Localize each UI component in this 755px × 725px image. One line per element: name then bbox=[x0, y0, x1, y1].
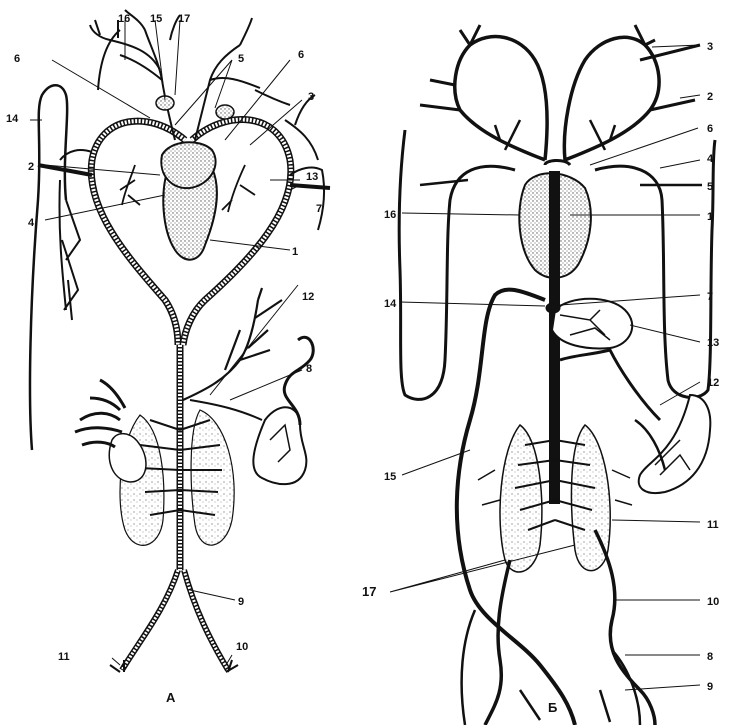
label-b-7: 7 bbox=[707, 291, 713, 303]
label-a-14: 14 bbox=[6, 113, 19, 125]
label-b-16: 16 bbox=[384, 209, 396, 221]
gill-loop-left bbox=[455, 37, 547, 160]
label-b-13: 13 bbox=[707, 337, 719, 349]
label-b-6: 6 bbox=[707, 123, 713, 135]
label-a-6-right: 6 bbox=[298, 49, 304, 61]
label-b-11: 11 bbox=[707, 519, 719, 531]
label-a-6-left: 6 bbox=[14, 53, 20, 65]
label-a-1: 1 bbox=[292, 246, 298, 258]
vein-loop-left bbox=[399, 130, 515, 399]
label-a-2: 2 bbox=[28, 161, 34, 173]
label-b-9: 9 bbox=[707, 681, 713, 693]
gill-loop-right bbox=[564, 37, 659, 160]
label-b-8: 8 bbox=[707, 651, 713, 663]
label-b-2: 2 bbox=[707, 91, 713, 103]
label-a-15: 15 bbox=[150, 13, 162, 25]
labels-panel-b: 3 2 6 4 5 1 7 13 12 11 10 8 9 16 14 15 1… bbox=[362, 41, 719, 715]
panel-b bbox=[390, 25, 715, 725]
label-a-10: 10 bbox=[236, 641, 248, 653]
label-b-1: 1 bbox=[707, 211, 713, 223]
kidney-left-b bbox=[500, 425, 542, 572]
label-b-10: 10 bbox=[707, 596, 719, 608]
label-a-3: 3 bbox=[308, 91, 314, 103]
label-b-4: 4 bbox=[707, 153, 714, 165]
organ-13 bbox=[552, 299, 632, 349]
label-b-5: 5 bbox=[707, 181, 713, 193]
label-a-5: 5 bbox=[238, 53, 244, 65]
label-b-3: 3 bbox=[707, 41, 713, 53]
label-a-16: 16 bbox=[118, 13, 130, 25]
label-b-17: 17 bbox=[362, 584, 376, 599]
label-a-13: 13 bbox=[306, 171, 318, 183]
label-a-17: 17 bbox=[178, 13, 190, 25]
label-a-9: 9 bbox=[238, 596, 244, 608]
label-a-11: 11 bbox=[58, 651, 70, 663]
panel-a bbox=[30, 10, 330, 672]
kidney-right-a bbox=[191, 410, 234, 545]
label-a-4: 4 bbox=[28, 217, 35, 229]
label-b-15: 15 bbox=[384, 471, 396, 483]
label-a-7: 7 bbox=[316, 203, 322, 215]
label-a-8: 8 bbox=[306, 363, 312, 375]
caption-b: Б bbox=[548, 700, 557, 715]
label-a-12: 12 bbox=[302, 291, 314, 303]
label-b-12: 12 bbox=[707, 377, 719, 389]
caption-a: A bbox=[166, 690, 176, 705]
label-b-14: 14 bbox=[384, 298, 397, 310]
